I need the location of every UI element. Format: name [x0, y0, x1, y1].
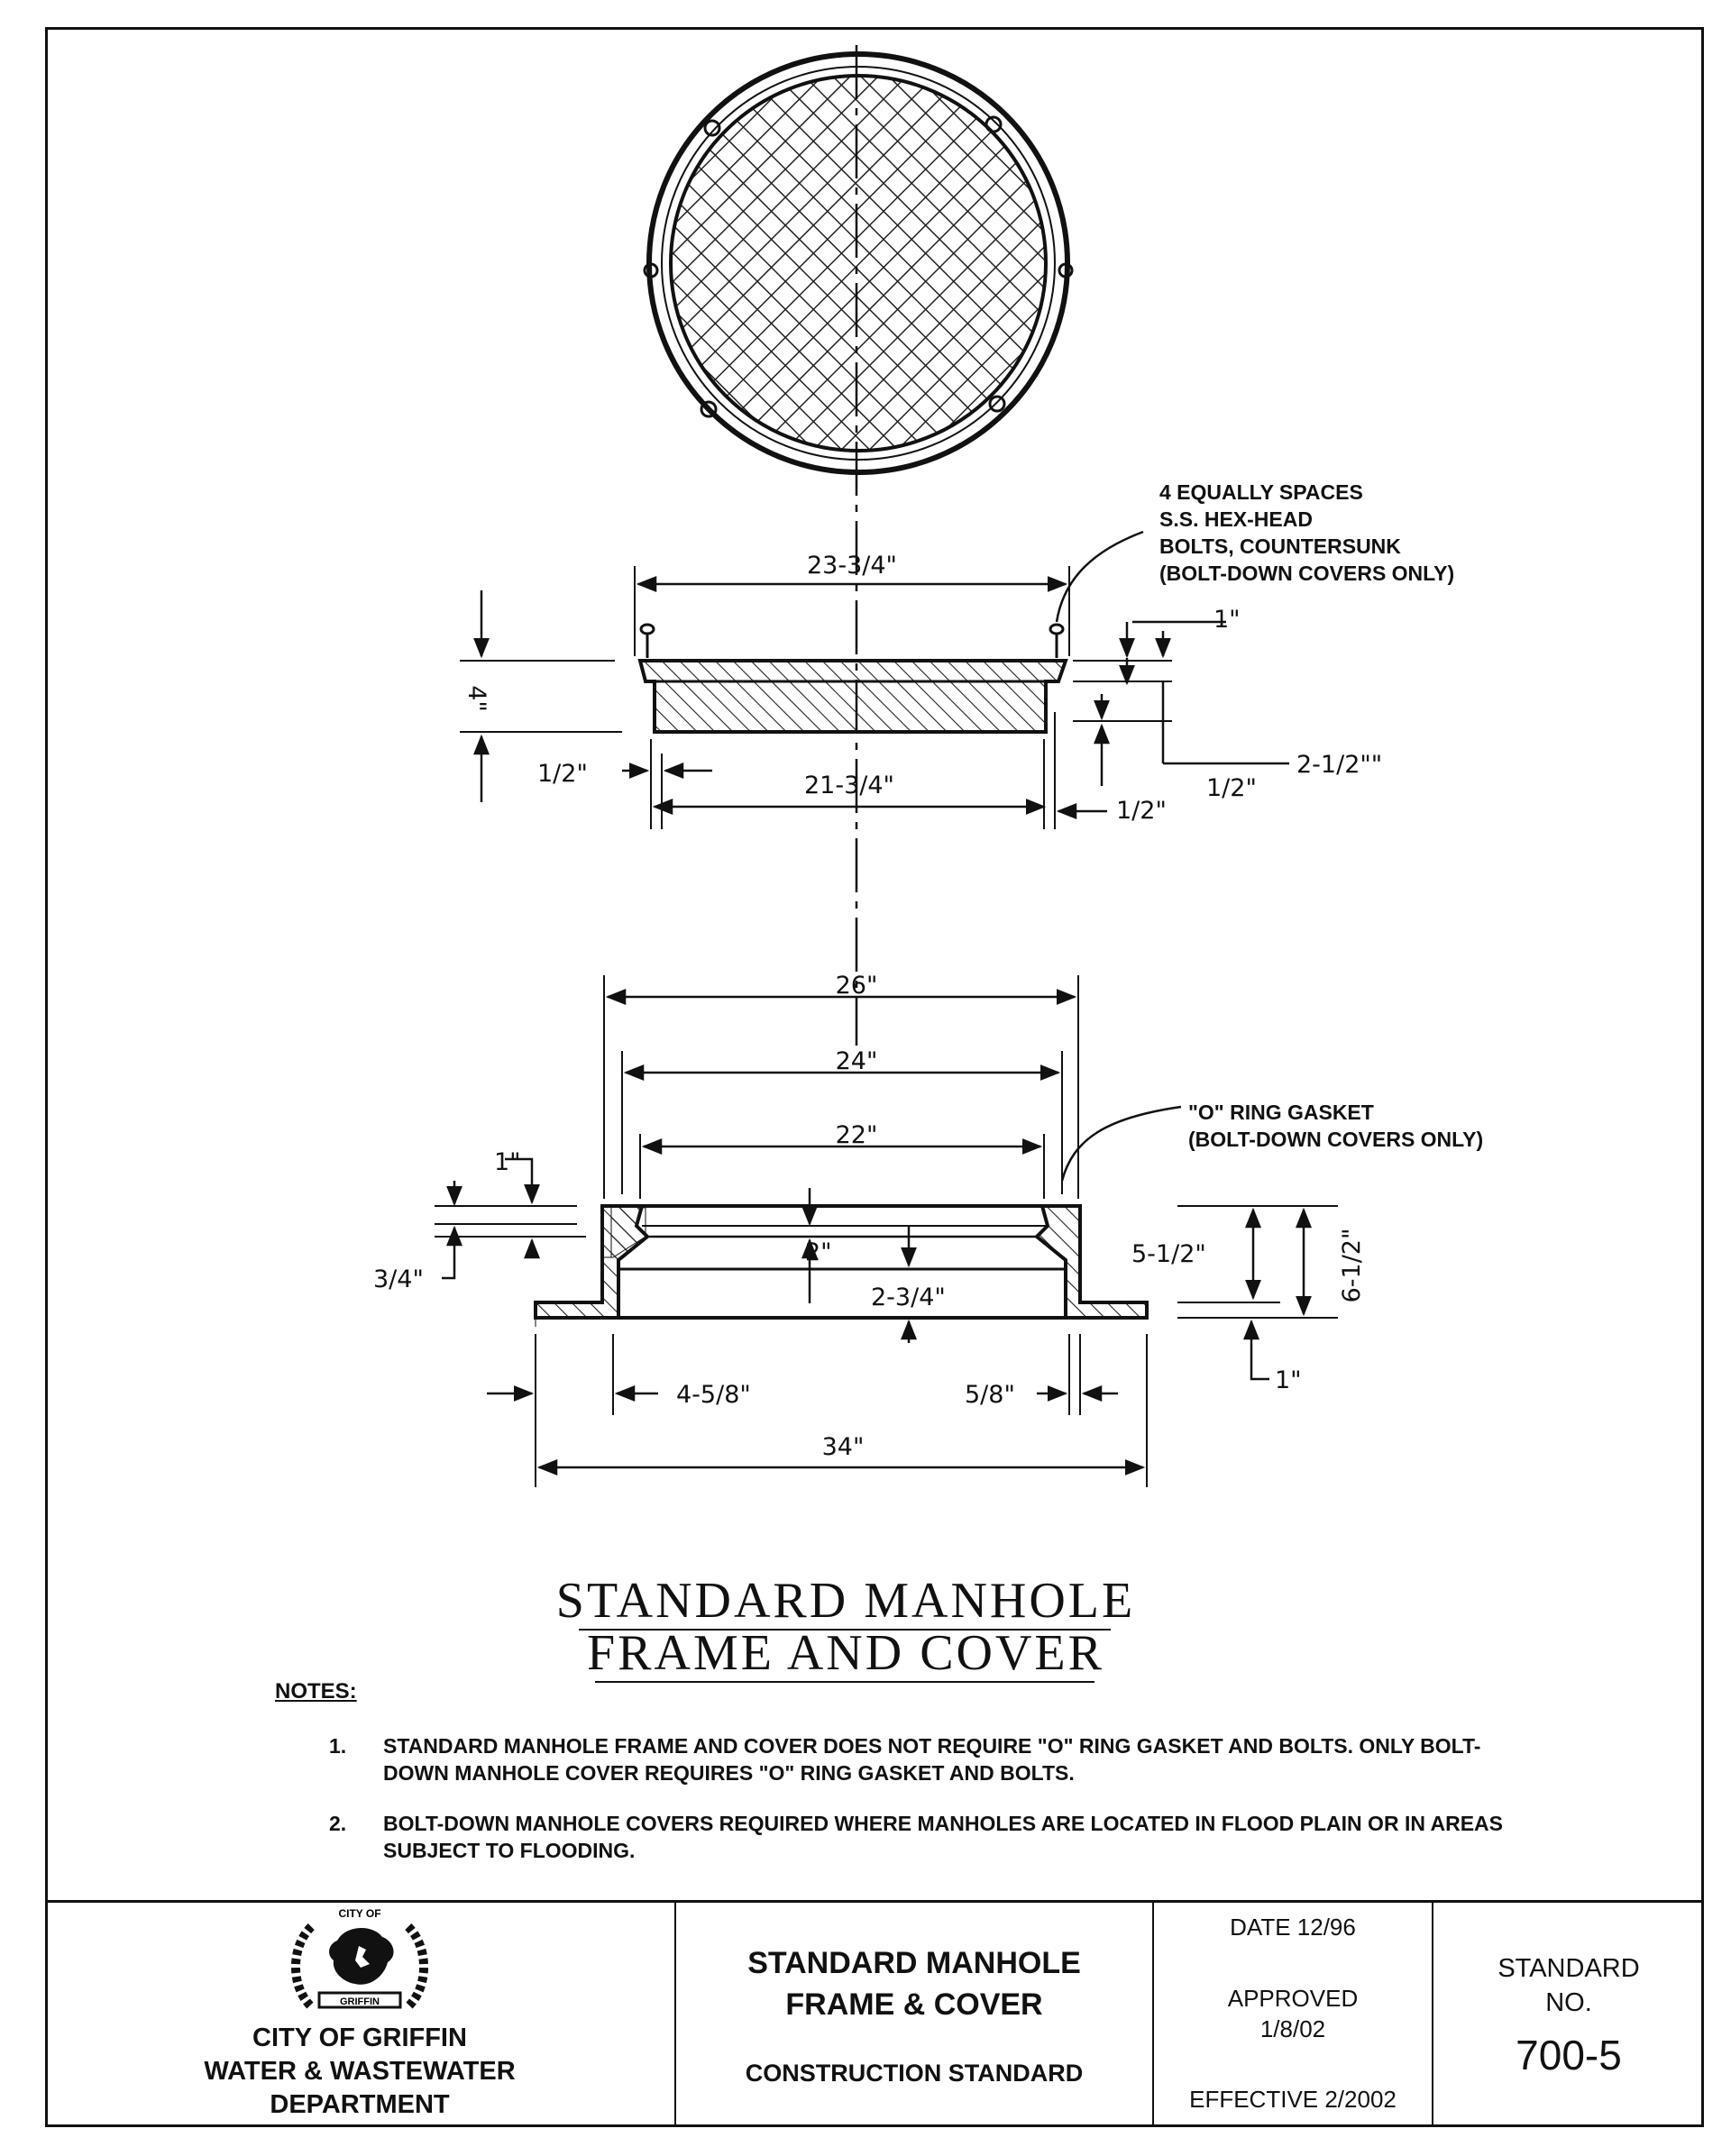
dim-frame-flange-left: 4-5/8": [676, 1381, 751, 1409]
dim-frame-wall: 5/8": [965, 1381, 1015, 1409]
dim-frame-mid: 24": [836, 1047, 878, 1075]
dim-cover-height: 4": [463, 685, 490, 712]
svg-text:STANDARD MANHOLE: STANDARD MANHOLE: [556, 1573, 1135, 1629]
date-label: DATE 12/96: [1230, 1914, 1356, 1941]
dim-cover-depth: 2-1/2"": [1296, 751, 1382, 779]
svg-text:CITY OF: CITY OF: [338, 1907, 380, 1920]
title-block-title: STANDARD MANHOLE FRAME & COVER CONSTRUCT…: [676, 1903, 1154, 2127]
svg-text:S.S. HEX-HEAD: S.S. HEX-HEAD: [1159, 507, 1313, 531]
cover-bolt-left: [639, 623, 655, 658]
title-block-standard-number: STANDARD NO. 700-5: [1497, 1953, 1640, 2078]
cover-section-profile: [637, 659, 1068, 734]
cover-grid-surface: [669, 74, 1048, 452]
dim-frame-seat: 2": [805, 1238, 832, 1266]
frame-left-hatch: [534, 1204, 650, 1320]
dim-cover-left-offset: 1/2": [537, 760, 588, 788]
callout-gasket: "O" RING GASKET (BOLT-DOWN COVERS ONLY): [1188, 1101, 1483, 1151]
svg-text:(BOLT-DOWN COVERS ONLY): (BOLT-DOWN COVERS ONLY): [1159, 562, 1454, 585]
dim-frame-total-height: 6-1/2": [1338, 1229, 1366, 1303]
notes-heading: NOTES:: [275, 1679, 357, 1704]
note-number: 1.: [329, 1734, 347, 1758]
dim-frame-outer: 26": [836, 972, 878, 1000]
svg-text:GRIFFIN: GRIFFIN: [340, 1996, 380, 2007]
drawing-sheet-border: [45, 27, 1704, 2127]
department-name: CITY OF GRIFFIN WATER & WASTEWATER DEPAR…: [204, 2024, 516, 2119]
dim-frame-body-height: 5-1/2": [1131, 1240, 1206, 1268]
approved-date: 1/8/02: [1259, 2014, 1326, 2042]
dim-frame-inner: 22": [836, 1121, 878, 1149]
cover-inner-rim: [661, 66, 1056, 461]
title-block-dates: DATE 12/96 APPROVED 1/8/02 EFFECTIVE 2/2…: [1154, 1903, 1433, 2127]
title-block-department: CITY OF GRIFFIN CITY OF GRIFFIN WATER & …: [45, 1903, 676, 2127]
effective-date: EFFECTIVE 2/2002: [1189, 2086, 1397, 2113]
plan-view: [643, 45, 1074, 1046]
svg-text:4 EQUALLY SPACES: 4 EQUALLY SPACES: [1159, 480, 1363, 504]
note-text: STANDARD MANHOLE FRAME AND COVER DOES NO…: [383, 1734, 1481, 1785]
dim-frame-lip: 1": [494, 1148, 521, 1176]
title-block: CITY OF GRIFFIN CITY OF GRIFFIN WATER & …: [45, 1900, 1704, 2127]
frame-dimension-labels: 26" 24" 22" 1" 3/4" 2" 2-3/4" 5-1/2" 6-1…: [373, 972, 1366, 1461]
dim-cover-lip: 1": [1214, 606, 1241, 634]
note-text: BOLT-DOWN MANHOLE COVERS REQUIRED WHERE …: [383, 1812, 1503, 1862]
frame-right-hatch: [1034, 1204, 1149, 1320]
note-item: 1. STANDARD MANHOLE FRAME AND COVER DOES…: [329, 1732, 1537, 1786]
svg-text:FRAME AND COVER: FRAME AND COVER: [587, 1625, 1104, 1681]
dim-frame-base: 34": [822, 1433, 865, 1461]
approved-label: APPROVED: [1227, 1984, 1359, 2012]
callout-bolts: 4 EQUALLY SPACES S.S. HEX-HEAD BOLTS, CO…: [1159, 480, 1454, 585]
svg-text:BOLTS, COUNTERSUNK: BOLTS, COUNTERSUNK: [1159, 534, 1401, 558]
dim-frame-throat: 2-3/4": [871, 1284, 946, 1311]
dim-frame-flange: 1": [1275, 1366, 1302, 1394]
svg-text:(BOLT-DOWN COVERS ONLY): (BOLT-DOWN COVERS ONLY): [1188, 1128, 1483, 1151]
dim-frame-ledge: 3/4": [373, 1265, 424, 1293]
dim-cover-step: 1/2": [1206, 774, 1257, 802]
cover-section: 23-3/4" 21-3/4" 4" 1/2" 1/2" 1" 1/2" 2-1…: [460, 480, 1454, 829]
svg-text:"O" RING GASKET: "O" RING GASKET: [1188, 1101, 1374, 1124]
note-number: 2.: [329, 1812, 347, 1835]
rim-bolt-holes: [643, 115, 1074, 418]
frame-section: 26" 24" 22" 1" 3/4" 2" 2-3/4" 5-1/2" 6-1…: [373, 972, 1483, 1487]
dim-cover-top-width: 23-3/4": [807, 552, 897, 580]
note-item: 2. BOLT-DOWN MANHOLE COVERS REQUIRED WHE…: [329, 1810, 1537, 1864]
standard-number: 700-5: [1516, 2031, 1622, 2078]
drawing-title: STANDARD MANHOLE FRAME AND COVER: [556, 1573, 1135, 1683]
city-seal-logo: CITY OF GRIFFIN: [291, 1907, 428, 2009]
construction-standard-label: CONSTRUCTION STANDARD: [745, 2060, 1084, 2087]
dim-cover-right-offset: 1/2": [1116, 797, 1167, 825]
notes-section: NOTES: 1. STANDARD MANHOLE FRAME AND COV…: [275, 1678, 1537, 1887]
cover-bolt-right: [1049, 623, 1065, 658]
dim-cover-bottom-width: 21-3/4": [804, 772, 894, 799]
cover-dimension-labels: 23-3/4" 21-3/4" 4" 1/2" 1/2" 1" 1/2" 2-1…: [463, 552, 1382, 825]
